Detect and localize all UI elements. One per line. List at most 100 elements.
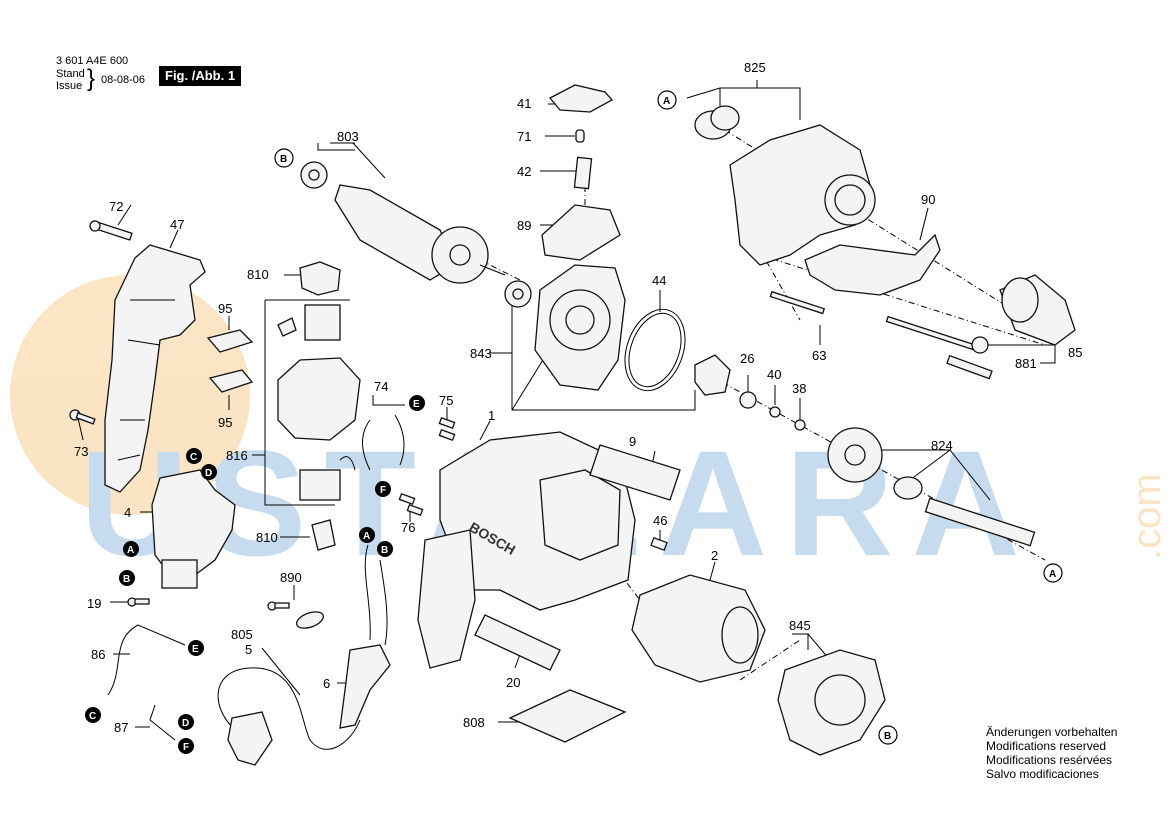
marker-label: A — [363, 531, 370, 542]
label-808: 808 — [463, 715, 485, 730]
cover-89 — [541, 204, 621, 261]
ball-40 — [769, 406, 781, 418]
circle-letter-icon — [85, 707, 101, 723]
label-845: 845 — [789, 618, 811, 633]
circle-letter-icon — [377, 541, 393, 557]
chuck-85 — [999, 274, 1076, 346]
marker-label: B — [381, 545, 388, 556]
marker-label: E — [192, 644, 199, 655]
marker-label: D — [205, 468, 212, 479]
label-816: 816 — [226, 448, 248, 463]
marker-label: B — [280, 154, 287, 165]
marker-b-cable: B — [377, 541, 393, 557]
marker-label: B — [123, 574, 130, 585]
brush-holder-816 — [277, 357, 361, 441]
label-803: 803 — [337, 129, 359, 144]
label-44: 44 — [652, 273, 666, 288]
label-890: 890 — [280, 570, 302, 585]
gear-shaft-824 — [827, 427, 1036, 547]
label-87: 87 — [114, 720, 128, 735]
label-1: 1 — [488, 408, 495, 423]
circle-letter-icon — [375, 481, 391, 497]
circle-letter-icon — [178, 714, 194, 730]
label-19: 19 — [87, 596, 101, 611]
issue-date: 08-08-06 — [101, 74, 146, 86]
pin-71 — [575, 129, 585, 143]
circle-letter-icon — [186, 448, 202, 464]
label-26: 26 — [740, 351, 754, 366]
part-numbers: 72 47 95 95 73 4 19 86 87 810 816 810 89… — [74, 60, 1082, 735]
bearing-825 — [694, 105, 740, 140]
brush-holder-810-bottom — [311, 519, 336, 551]
gear-nut-26 — [694, 354, 731, 396]
marker-f-wire: F — [178, 738, 194, 754]
marker-label: A — [1049, 569, 1056, 580]
chuck-key-881 — [885, 315, 993, 380]
header-brace: } — [87, 65, 96, 92]
circle-letter-icon — [409, 395, 425, 411]
marker-e-wire: E — [188, 640, 204, 656]
label-95-bottom: 95 — [218, 415, 232, 430]
screw-19 — [127, 597, 150, 607]
marker-a-front: A — [657, 90, 677, 110]
note-es: Salvo modificaciones — [986, 767, 1099, 781]
circle-letter-icon — [119, 570, 135, 586]
screw-73 — [69, 409, 96, 425]
clip-95-bottom — [208, 369, 254, 393]
label-810-bottom: 810 — [256, 530, 278, 545]
circle-letter-icon — [178, 738, 194, 754]
note-fr: Modifications resérvées — [986, 753, 1113, 767]
switch-4 — [151, 469, 236, 576]
label-72: 72 — [109, 199, 123, 214]
plate-42 — [573, 156, 593, 190]
marker-b-fan: B — [878, 725, 898, 745]
label-9: 9 — [629, 434, 636, 449]
label-808 — [508, 689, 627, 743]
marker-a-switch: A — [123, 541, 139, 557]
label-95-top: 95 — [218, 301, 232, 316]
handle-half-47 — [104, 244, 206, 493]
label-89: 89 — [517, 218, 531, 233]
cable-5 — [217, 667, 361, 750]
label-74: 74 — [374, 379, 388, 394]
doc-number: 3 601 A4E 600 — [56, 55, 129, 67]
plug-805 — [227, 711, 273, 766]
note-en: Modifications reserved — [986, 739, 1107, 753]
marker-c-switch: C — [186, 448, 202, 464]
marker-a-shaft: A — [1043, 563, 1063, 583]
marker-label: E — [413, 399, 420, 410]
label-85: 85 — [1068, 345, 1082, 360]
marker-e-brush: E — [409, 395, 425, 411]
brush-holder-810-top — [299, 261, 341, 296]
marker-b-armature: B — [274, 148, 294, 168]
circle-letter-icon — [201, 464, 217, 480]
parts: BOSCH — [69, 84, 1076, 766]
ball-38 — [794, 419, 806, 431]
label-2: 2 — [711, 548, 718, 563]
spring-74 — [339, 414, 405, 471]
note-de: Änderungen vorbehalten — [986, 725, 1118, 739]
gauge-plate-90 — [804, 233, 941, 296]
leader-lines — [77, 80, 1056, 728]
front-housing-825 — [729, 124, 871, 266]
label-4: 4 — [124, 505, 131, 520]
label-843: 843 — [470, 346, 492, 361]
label-46: 46 — [653, 513, 667, 528]
marker-f-brush: F — [375, 481, 391, 497]
wire-86 — [107, 624, 186, 696]
circle-letter-icon — [878, 725, 898, 745]
label-824: 824 — [931, 438, 953, 453]
label-9 — [589, 444, 681, 501]
strain-relief-6 — [339, 644, 391, 729]
slider-41 — [548, 84, 614, 113]
label-76: 76 — [401, 520, 415, 535]
circle-letter-icon — [274, 148, 294, 168]
marker-label: B — [884, 731, 891, 742]
label-20: 20 — [506, 675, 520, 690]
watermark-suffix: .com — [1125, 473, 1169, 560]
label-42: 42 — [517, 164, 531, 179]
label-5: 5 — [245, 642, 252, 657]
label-73: 73 — [74, 444, 88, 459]
label-20 — [474, 614, 561, 671]
